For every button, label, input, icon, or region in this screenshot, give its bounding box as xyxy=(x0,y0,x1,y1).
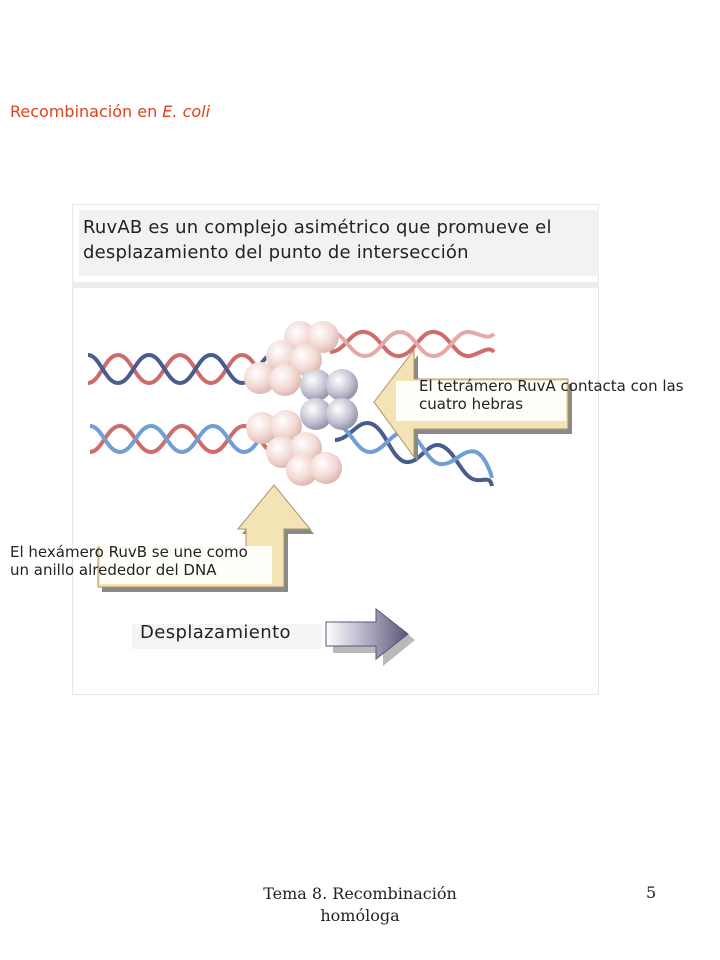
ruva-sphere xyxy=(326,398,358,430)
bottom-right-dna xyxy=(334,421,494,487)
bottom-dna-duplex xyxy=(89,423,276,455)
ruvb-sphere xyxy=(286,454,318,486)
bottom-strand-red xyxy=(89,423,276,455)
ruvb-sphere xyxy=(310,452,342,484)
ruvb-sphere xyxy=(290,344,322,376)
ruvb-hexamer-top xyxy=(244,321,339,396)
bottom-right-strand-blue xyxy=(334,422,494,479)
displacement-label-backdrop xyxy=(132,624,322,649)
ruvb-sphere xyxy=(270,410,302,442)
ruvb-label-backdrop xyxy=(100,546,272,584)
top-dna-duplex xyxy=(87,352,274,386)
bottom-strand-blue xyxy=(89,423,276,455)
slide-title-prefix: Recombinación en xyxy=(10,102,163,121)
caption-box xyxy=(79,210,599,276)
top-right-dna xyxy=(329,329,496,359)
top-strand-navy xyxy=(87,352,274,386)
footer-course-title: Tema 8. Recombinación homóloga xyxy=(263,884,457,925)
ruvb-sphere xyxy=(246,412,278,444)
ruvb-hexamer-bottom xyxy=(246,410,342,486)
page-number: 5 xyxy=(646,883,657,902)
top-strand-red xyxy=(87,352,274,386)
displacement-arrow-body xyxy=(325,607,409,661)
ruva-label-backdrop xyxy=(396,381,566,421)
ruvb-sphere xyxy=(244,362,276,394)
top-right-strand-pink xyxy=(329,329,496,359)
displacement-arrow xyxy=(325,607,415,666)
figure-caption: RuvAB es un complejo asimétrico que prom… xyxy=(83,217,552,263)
ruva-sphere xyxy=(326,369,358,401)
ruvb-sphere xyxy=(307,321,339,353)
slide-title: Recombinación en E. coli xyxy=(10,102,210,121)
ruvb-sphere xyxy=(269,364,301,396)
displacement-label: Desplazamiento xyxy=(140,622,291,643)
ruva-sphere xyxy=(300,369,332,401)
ruva-label: El tetrámero RuvA contacta con las cuatr… xyxy=(419,377,684,413)
panel-divider xyxy=(72,282,599,288)
ruvb-label: El hexámero RuvB se une como un anillo a… xyxy=(10,543,248,579)
slide-title-species: E. coli xyxy=(162,102,211,121)
ruva-tetramer xyxy=(300,369,358,430)
ruva-sphere xyxy=(300,398,332,430)
ruvb-sphere xyxy=(266,340,298,372)
